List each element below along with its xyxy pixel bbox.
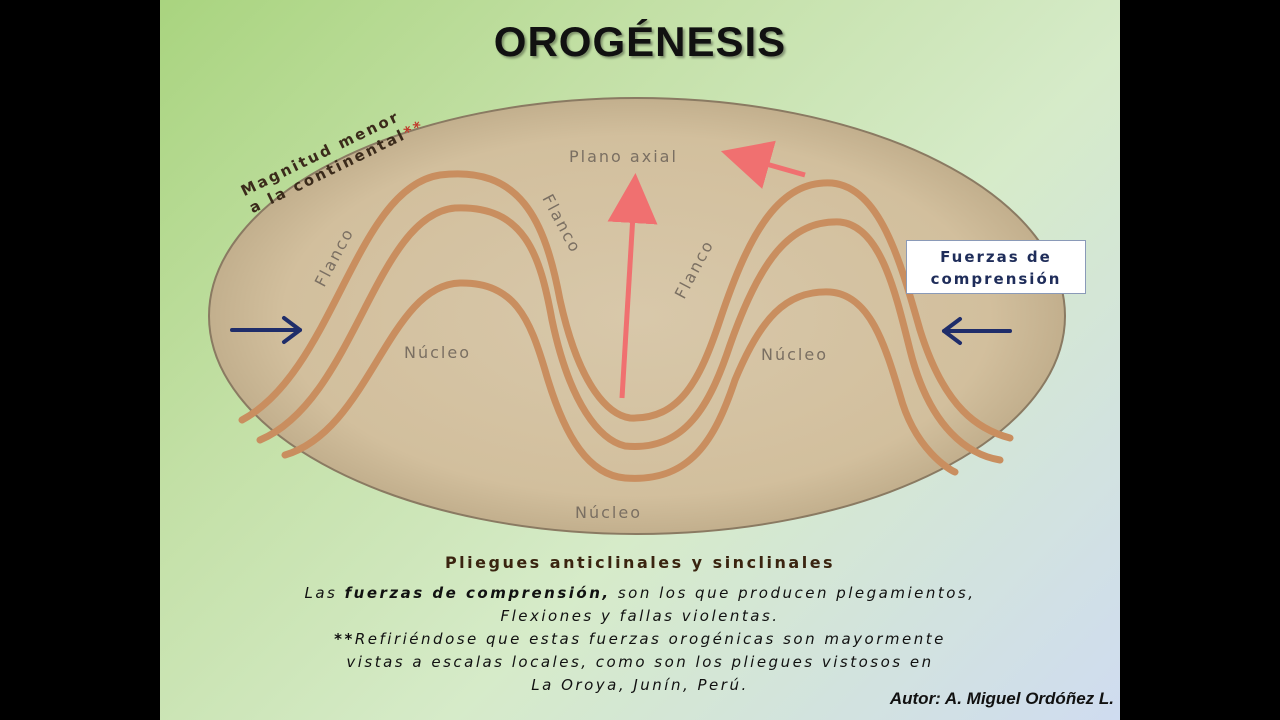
compression-forces-box: Fuerzas de comprensión xyxy=(906,240,1086,294)
page-title: OROGÉNESIS xyxy=(493,18,787,65)
compression-forces-line1: Fuerzas de xyxy=(940,248,1052,266)
left-compression-arrow xyxy=(230,316,302,344)
description-line-1: Las fuerzas de comprensión, son los que … xyxy=(160,582,1120,605)
nucleo-label-left: Núcleo xyxy=(404,343,471,362)
ellipse-block xyxy=(208,97,1066,535)
fold-layers xyxy=(238,170,1014,482)
description-line-1-bold: fuerzas de comprensión, xyxy=(344,584,611,602)
description-line-1-pre: Las xyxy=(304,584,345,602)
plano-axial-label: Plano axial xyxy=(569,147,678,166)
description-line-3: **Refiriéndose que estas fuerzas orogéni… xyxy=(160,628,1120,651)
description-line-2: Flexiones y fallas violentas. xyxy=(500,607,780,625)
description-line-3-text: Refiriéndose que estas fuerzas orogénica… xyxy=(354,630,946,648)
fold-layer-middle xyxy=(256,204,1004,464)
description-line-1-post: son los que producen plegamientos, xyxy=(610,584,976,602)
axial-plane-pointer-arrow xyxy=(720,140,806,189)
description-line-3-marker: ** xyxy=(334,630,355,648)
fold-layer-inner xyxy=(281,279,959,482)
slide: OROGÉNESIS Plano ax xyxy=(160,0,1120,720)
compression-forces-line2: comprensión xyxy=(930,270,1062,288)
description-line-4: vistas a escalas locales, como son los p… xyxy=(346,653,934,671)
fold-diagram: Plano axial Flanco Flanco Flanco Núcleo … xyxy=(208,97,1066,535)
description-text: Las fuerzas de comprensión, son los que … xyxy=(160,582,1120,697)
diagram-subtitle: Pliegues anticlinales y sinclinales xyxy=(444,553,836,572)
nucleo-label-bottom: Núcleo xyxy=(575,503,642,522)
description-line-5: La Oroya, Junín, Perú. xyxy=(531,676,749,694)
fold-layer-outer xyxy=(238,170,1014,442)
author-credit: Autor: A. Miguel Ordóñez L. xyxy=(889,689,1114,708)
axial-plane-arrow xyxy=(607,173,658,399)
right-compression-arrow xyxy=(942,317,1012,345)
nucleo-label-right: Núcleo xyxy=(761,345,828,364)
